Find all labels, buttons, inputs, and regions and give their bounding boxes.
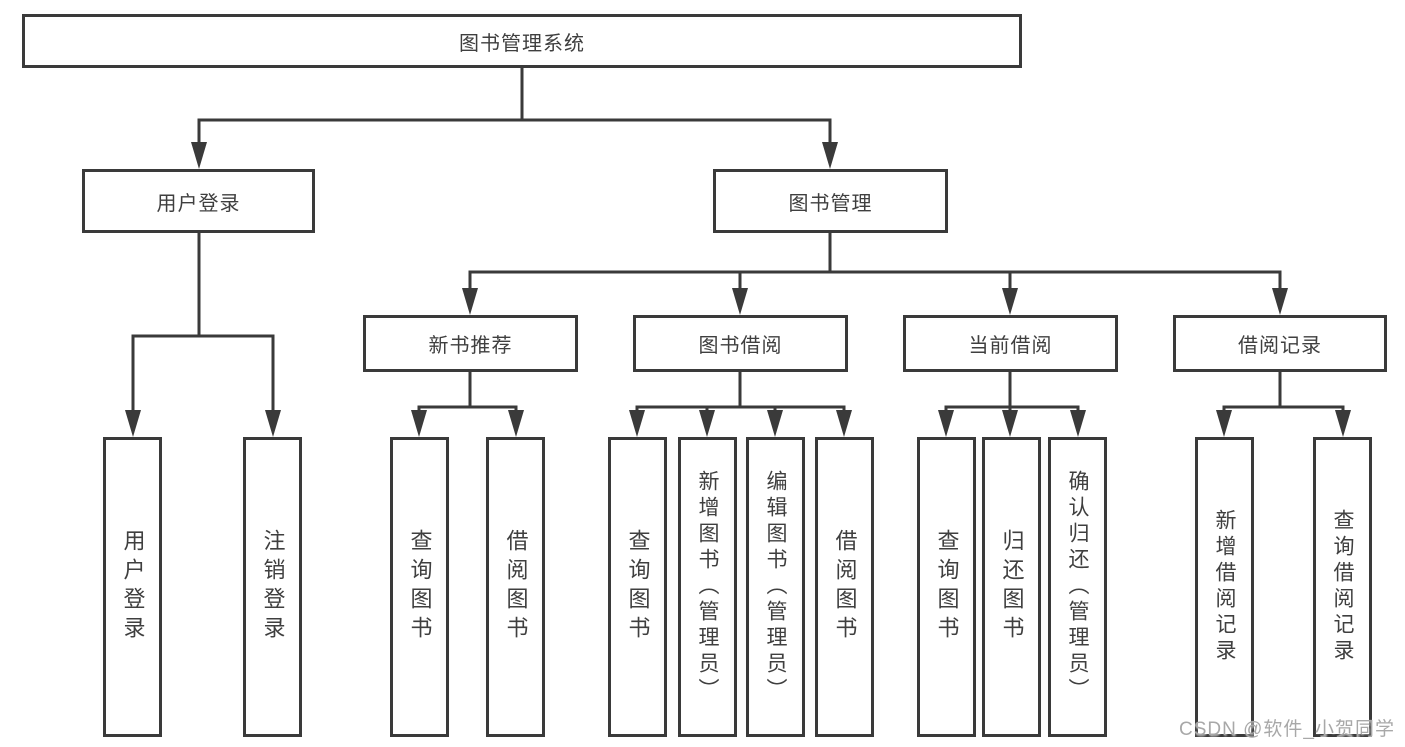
leaf-query-books-recommend: 查询图书	[390, 437, 449, 737]
node-book-management: 图书管理	[713, 169, 948, 233]
leaf-query-borrow-record: 查询借阅记录	[1313, 437, 1372, 737]
leaf-add-borrow-record: 新增借阅记录	[1195, 437, 1254, 737]
leaf-add-books-admin: 新增图书（管理员）	[678, 437, 737, 737]
leaf-user-login: 用户登录	[103, 437, 162, 737]
node-borrow-record: 借阅记录	[1173, 315, 1387, 372]
leaf-return-books: 归还图书	[982, 437, 1041, 737]
arrowheads	[125, 142, 1351, 437]
leaf-borrow-books-recommend: 借阅图书	[486, 437, 545, 737]
leaf-confirm-return-admin: 确认归还（管理员）	[1048, 437, 1107, 737]
leaf-logout: 注销登录	[243, 437, 302, 737]
csdn-watermark: CSDN @软件_小贺同学	[1179, 719, 1395, 740]
node-user-login: 用户登录	[82, 169, 315, 233]
leaf-query-books-current: 查询图书	[917, 437, 976, 737]
node-current-borrow: 当前借阅	[903, 315, 1118, 372]
leaf-borrow-books: 借阅图书	[815, 437, 874, 737]
leaf-query-books-borrow: 查询图书	[608, 437, 667, 737]
node-root-library-system: 图书管理系统	[22, 14, 1022, 68]
node-new-book-recommend: 新书推荐	[363, 315, 578, 372]
leaf-edit-books-admin: 编辑图书（管理员）	[746, 437, 805, 737]
node-book-borrow: 图书借阅	[633, 315, 848, 372]
